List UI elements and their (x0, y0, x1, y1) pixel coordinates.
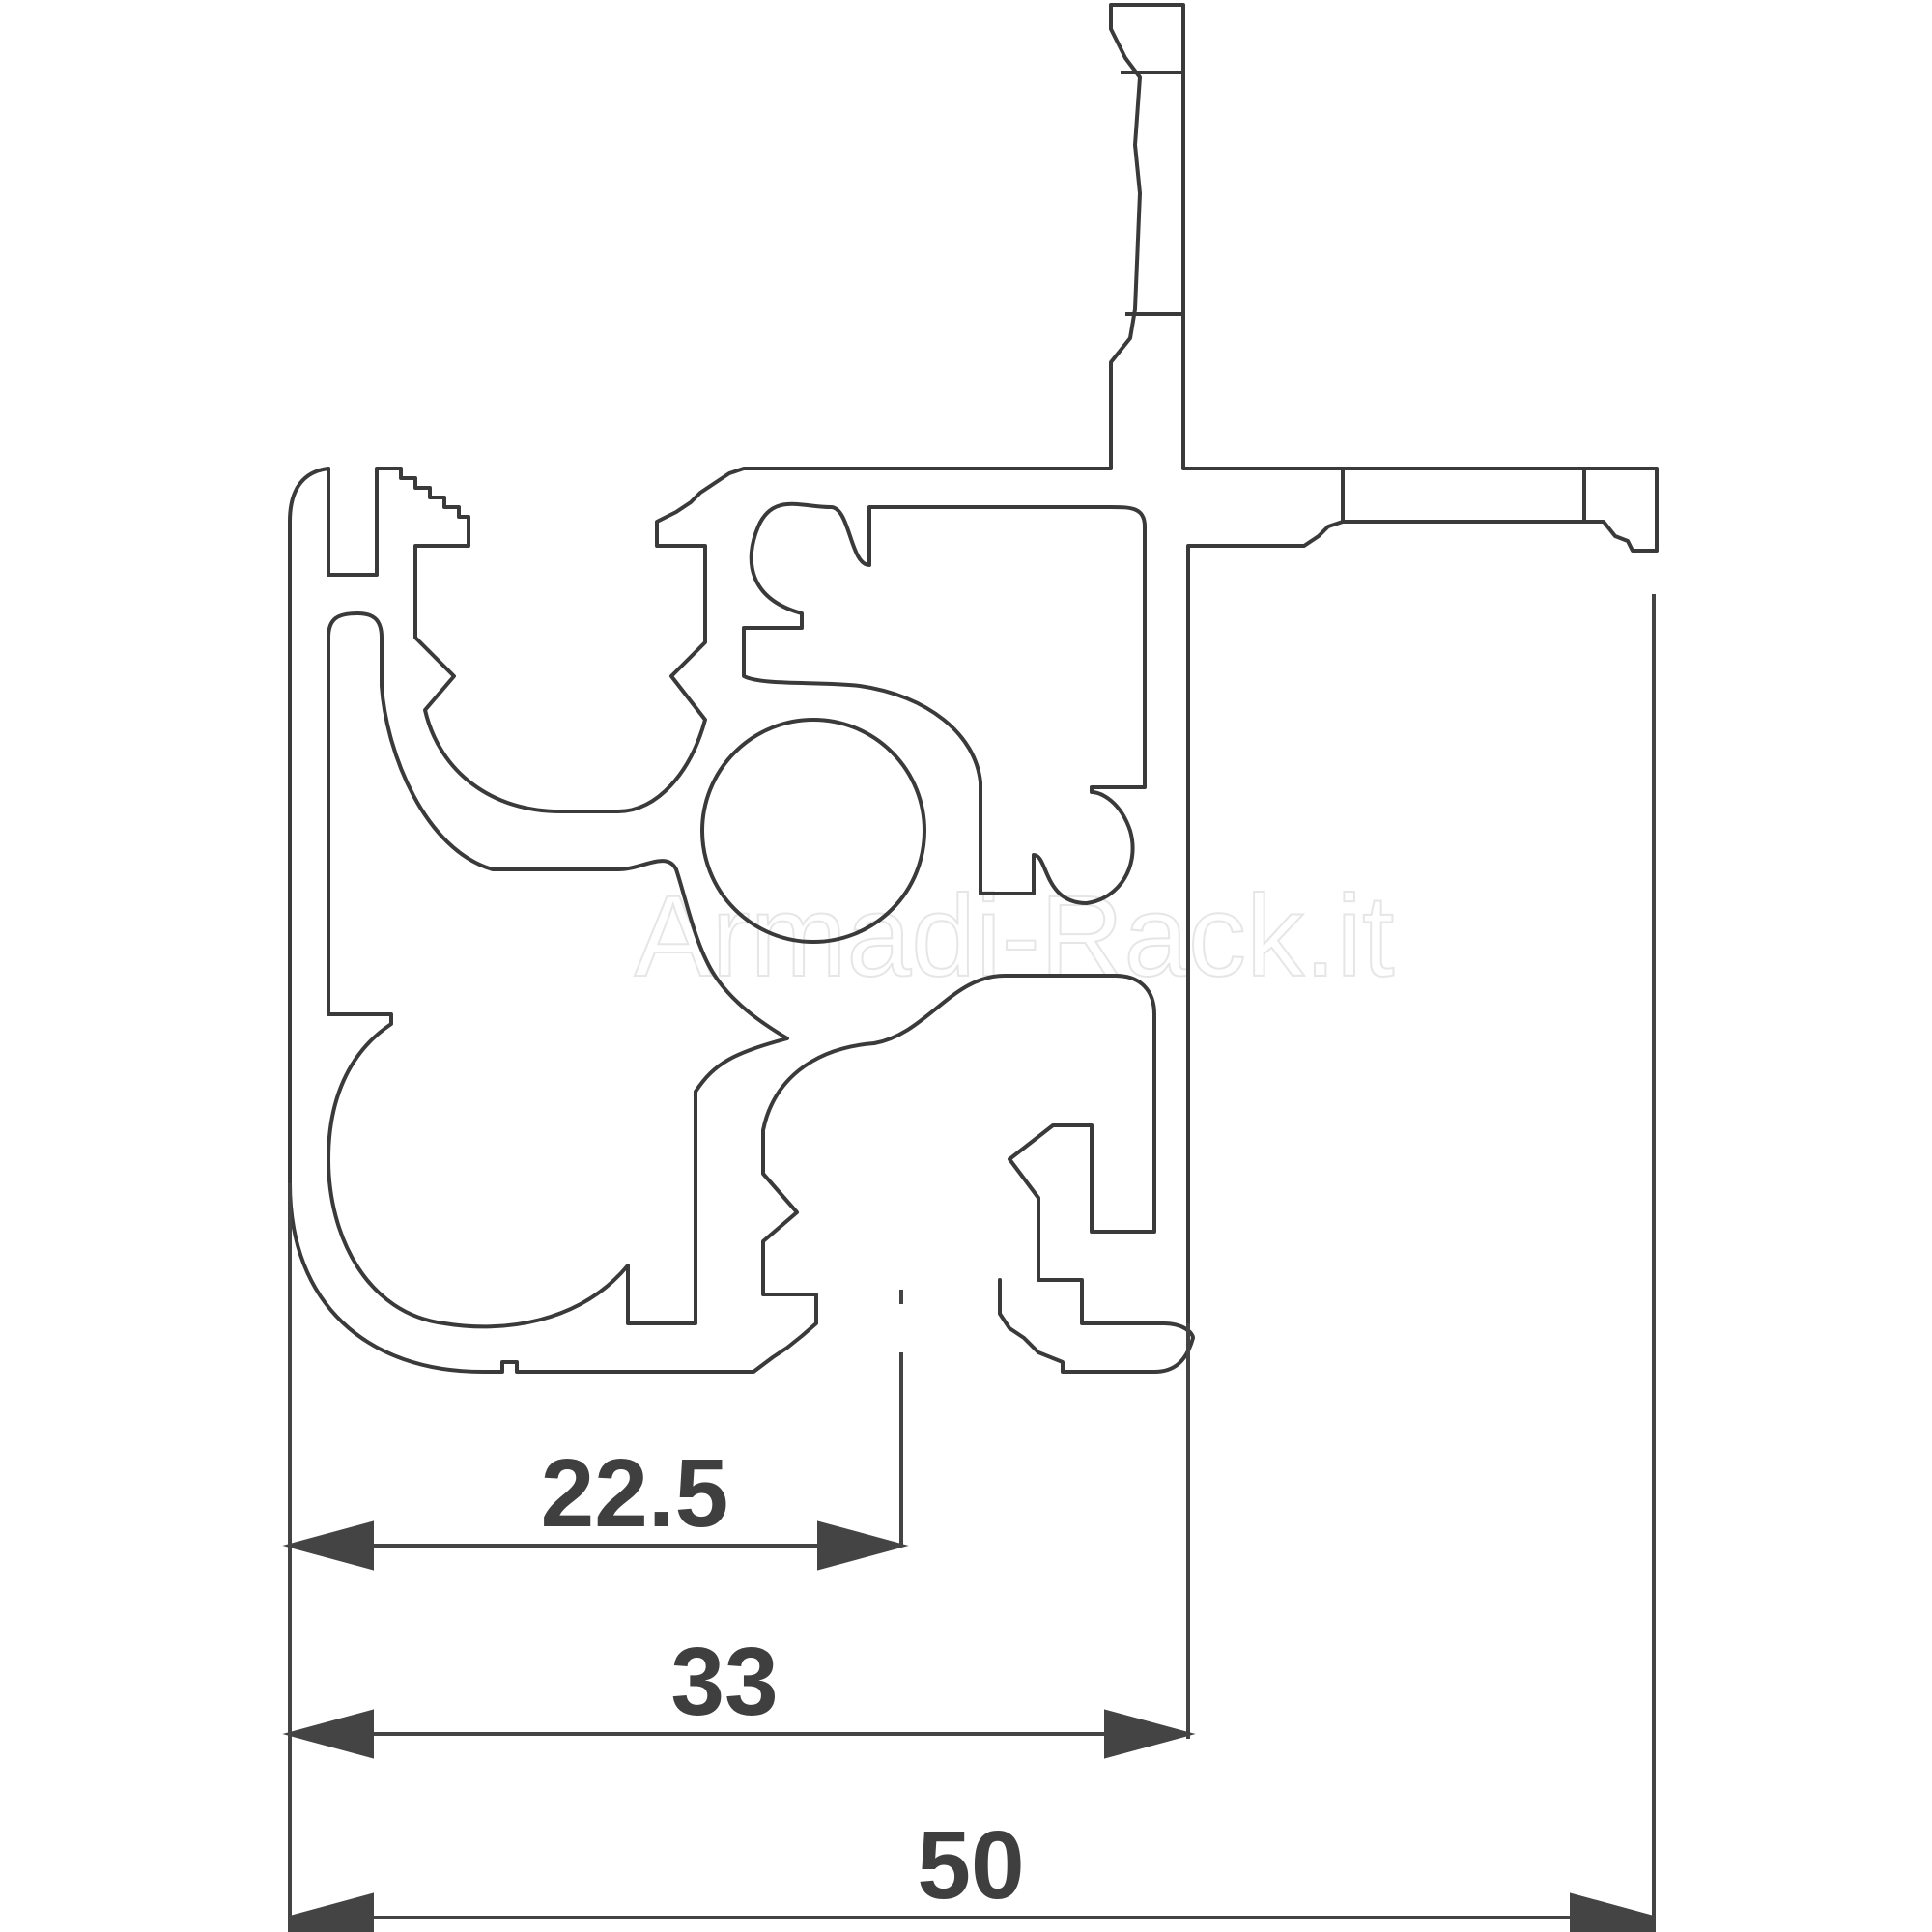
profile-upper-chamber (742, 501, 1147, 905)
profile-outer-contour (288, 974, 1195, 1374)
arrow-50-right (1570, 1892, 1656, 1932)
arrow-22-5-left (282, 1520, 374, 1571)
arrow-50-left (288, 1892, 374, 1932)
watermark-text: Armadi-Rack.it (635, 871, 1395, 1001)
profile-center-bore (700, 718, 926, 944)
arrow-33-right (1104, 1709, 1196, 1759)
profile-left-slot (327, 611, 789, 1329)
arrow-22-5-right (817, 1520, 909, 1571)
dimension-label-33: 33 (670, 1628, 778, 1736)
profile-left-wall (288, 3, 1659, 1325)
dimension-label-22-5: 22.5 (541, 1439, 729, 1548)
profile-flange-details (1121, 71, 1586, 522)
arrow-33-left (282, 1709, 374, 1759)
dimension-lines (282, 594, 1656, 1932)
profile-cross-section (288, 3, 1659, 1374)
dimension-label-50: 50 (917, 1811, 1024, 1919)
